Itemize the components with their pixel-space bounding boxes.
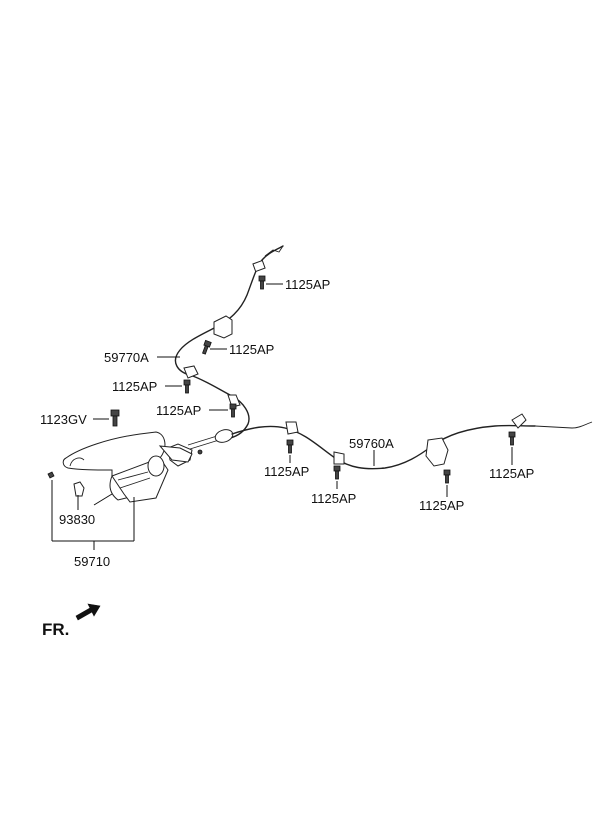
- bolt-1125ap-2: [202, 339, 212, 355]
- bolt-1125ap-3: [183, 379, 191, 394]
- bolt-1125ap-7: [443, 469, 451, 484]
- switch-93830: [73, 481, 85, 497]
- rear-bracket: [511, 413, 527, 429]
- label-1125ap-1: 1125AP: [285, 277, 330, 292]
- bolt-1123gv: [110, 409, 120, 427]
- ratchet: [158, 445, 193, 463]
- label-59770a: 59770A: [104, 350, 149, 365]
- cable-bracket-rear: [425, 437, 449, 467]
- front-arrow-icon: [75, 603, 101, 621]
- bolt-1125ap-4: [229, 403, 237, 418]
- label-1125ap-5: 1125AP: [264, 464, 309, 479]
- equalizer: [214, 429, 234, 443]
- label-1125ap-7: 1125AP: [419, 498, 464, 513]
- label-1125ap-4: 1125AP: [156, 403, 201, 418]
- cable-clip-middle: [183, 365, 199, 379]
- label-1123gv: 1123GV: [40, 412, 87, 427]
- cable-bracket-top: [252, 259, 266, 273]
- bolt-1125ap-5: [286, 439, 294, 454]
- label-1125ap-3: 1125AP: [112, 379, 157, 394]
- clip-icon: [47, 471, 55, 479]
- leader-lines: [51, 283, 513, 550]
- cable-clip-upper: [213, 315, 233, 339]
- label-1125ap-6: 1125AP: [311, 491, 356, 506]
- bolt-1125ap-1: [258, 275, 266, 290]
- label-1125ap-2: 1125AP: [229, 342, 274, 357]
- bolt-1125ap-6: [333, 465, 341, 480]
- cable-59770a: [174, 245, 284, 439]
- label-1125ap-8: 1125AP: [489, 466, 534, 481]
- cable-59760a: [231, 413, 593, 470]
- cable-clip-rear-1: [285, 421, 299, 435]
- label-93830: 93830: [59, 512, 95, 527]
- cable-clip-rear-2: [333, 451, 345, 465]
- label-front: FR.: [42, 620, 69, 639]
- rod-end-icon: [197, 449, 203, 455]
- parking-brake-lever: [62, 431, 193, 503]
- bolt-1125ap-8: [508, 431, 516, 446]
- label-59760a: 59760A: [349, 436, 394, 451]
- label-59710: 59710: [74, 554, 110, 569]
- lever-pivot: [147, 455, 165, 477]
